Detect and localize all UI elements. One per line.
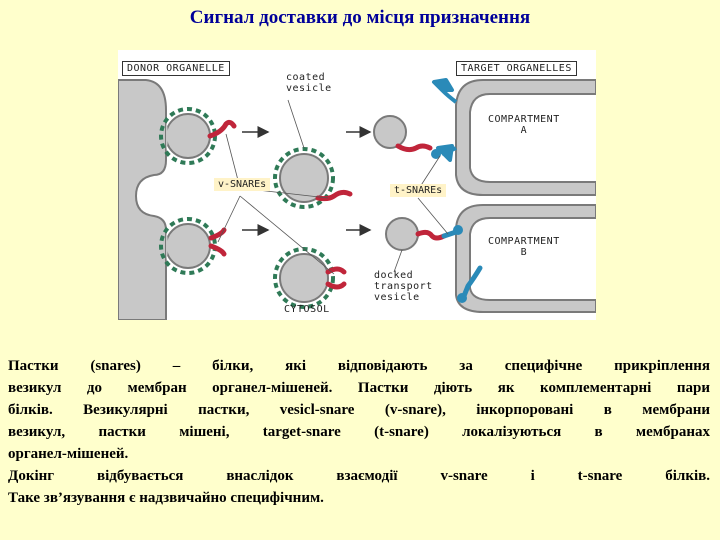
donor-organelle-label: DONOR ORGANELLE	[122, 61, 230, 76]
cytosol-label: CYTOSOL	[284, 304, 330, 315]
slide-title: Сигнал доставки до місця призначення	[189, 7, 531, 28]
pointer-coated-vesicle	[287, 99, 305, 149]
v-snare-vesicle-bottom	[325, 266, 347, 290]
t-snares-label: t-SNAREs	[390, 184, 447, 197]
snare-docking-figure: DONOR ORGANELLE TARGET ORGANELLES coated…	[118, 50, 596, 320]
coated-vesicle-top-coat	[273, 147, 335, 209]
coated-vesicle-top	[279, 153, 329, 203]
body-line: Докінг відбувається внаслідок взаємодії …	[8, 468, 710, 484]
v-snares-label: v-SNAREs	[214, 178, 271, 191]
v-snare-bud-top	[207, 119, 237, 139]
donor-bud-top	[165, 113, 211, 159]
body-text: Пастки (snares) – білки, які відповідают…	[8, 355, 710, 509]
body-line: Таке зв’язування є надзвичайно специфічн…	[8, 490, 324, 506]
body-line: Пастки (snares) – білки, які відповідают…	[8, 358, 710, 374]
body-line: везикул, пастки мішені, target-snare (t-…	[8, 424, 710, 440]
v-snare-uncoated-top	[395, 143, 433, 153]
pointer-docked	[393, 249, 403, 273]
v-snare-vesicle-top	[315, 189, 353, 202]
t-snare-b-docked-knob	[453, 225, 463, 235]
body-line: везикул до мембран органел-мішеней. Паст…	[8, 380, 710, 396]
coated-vesicle-label: coated vesicle	[286, 72, 332, 94]
uncoated-vesicle-top	[373, 115, 407, 149]
t-snare-a-top	[432, 78, 458, 104]
donor-organelle	[118, 79, 167, 320]
donor-bud-bottom	[165, 223, 211, 269]
pointer-v-snare-4	[239, 195, 335, 275]
docked-vesicle-label: docked transport vesicle	[374, 270, 433, 303]
figure-drawing	[118, 78, 596, 320]
v-snare-docked	[415, 229, 447, 241]
pointer-v-snare-3	[217, 195, 241, 243]
target-organelles-label: TARGET ORGANELLES	[456, 61, 577, 76]
body-line: білків. Везикулярні пастки, vesicl-snare…	[8, 402, 710, 418]
compartment-a-label: COMPARTMENT A	[488, 114, 560, 136]
body-line: органел-мішеней.	[8, 446, 129, 462]
docked-vesicle	[385, 217, 419, 251]
t-snare-a-knob	[431, 149, 441, 159]
pointer-t-snare-2	[417, 197, 449, 235]
t-snare-b-lower-knob	[457, 293, 467, 303]
coated-vesicle-bottom	[279, 253, 329, 303]
t-snare-a-mid	[436, 144, 457, 162]
compartment-b-label: COMPARTMENT B	[488, 236, 560, 258]
